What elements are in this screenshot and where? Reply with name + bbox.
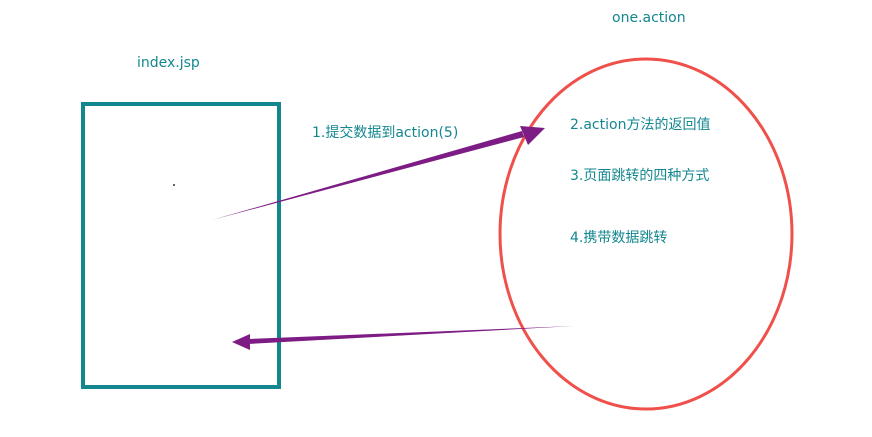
- request-arrow-line: [212, 131, 524, 220]
- one-action-title: one.action: [612, 10, 686, 26]
- index-jsp-title: index.jsp: [137, 55, 200, 71]
- request-arrow-head: [520, 126, 545, 145]
- response-arrow-line: [248, 326, 574, 344]
- index-jsp-box: [81, 102, 281, 389]
- response-arrow-head: [232, 334, 250, 350]
- request-arrow-label: 1.提交数据到action(5): [312, 125, 459, 141]
- one-action-ellipse: [498, 57, 794, 411]
- ellipse-item-redirect-methods: 3.页面跳转的四种方式: [570, 168, 710, 184]
- dot-mark: [173, 184, 175, 186]
- ellipse-item-carry-data: 4.携带数据跳转: [570, 230, 668, 246]
- ellipse-item-return-value: 2.action方法的返回值: [570, 117, 711, 133]
